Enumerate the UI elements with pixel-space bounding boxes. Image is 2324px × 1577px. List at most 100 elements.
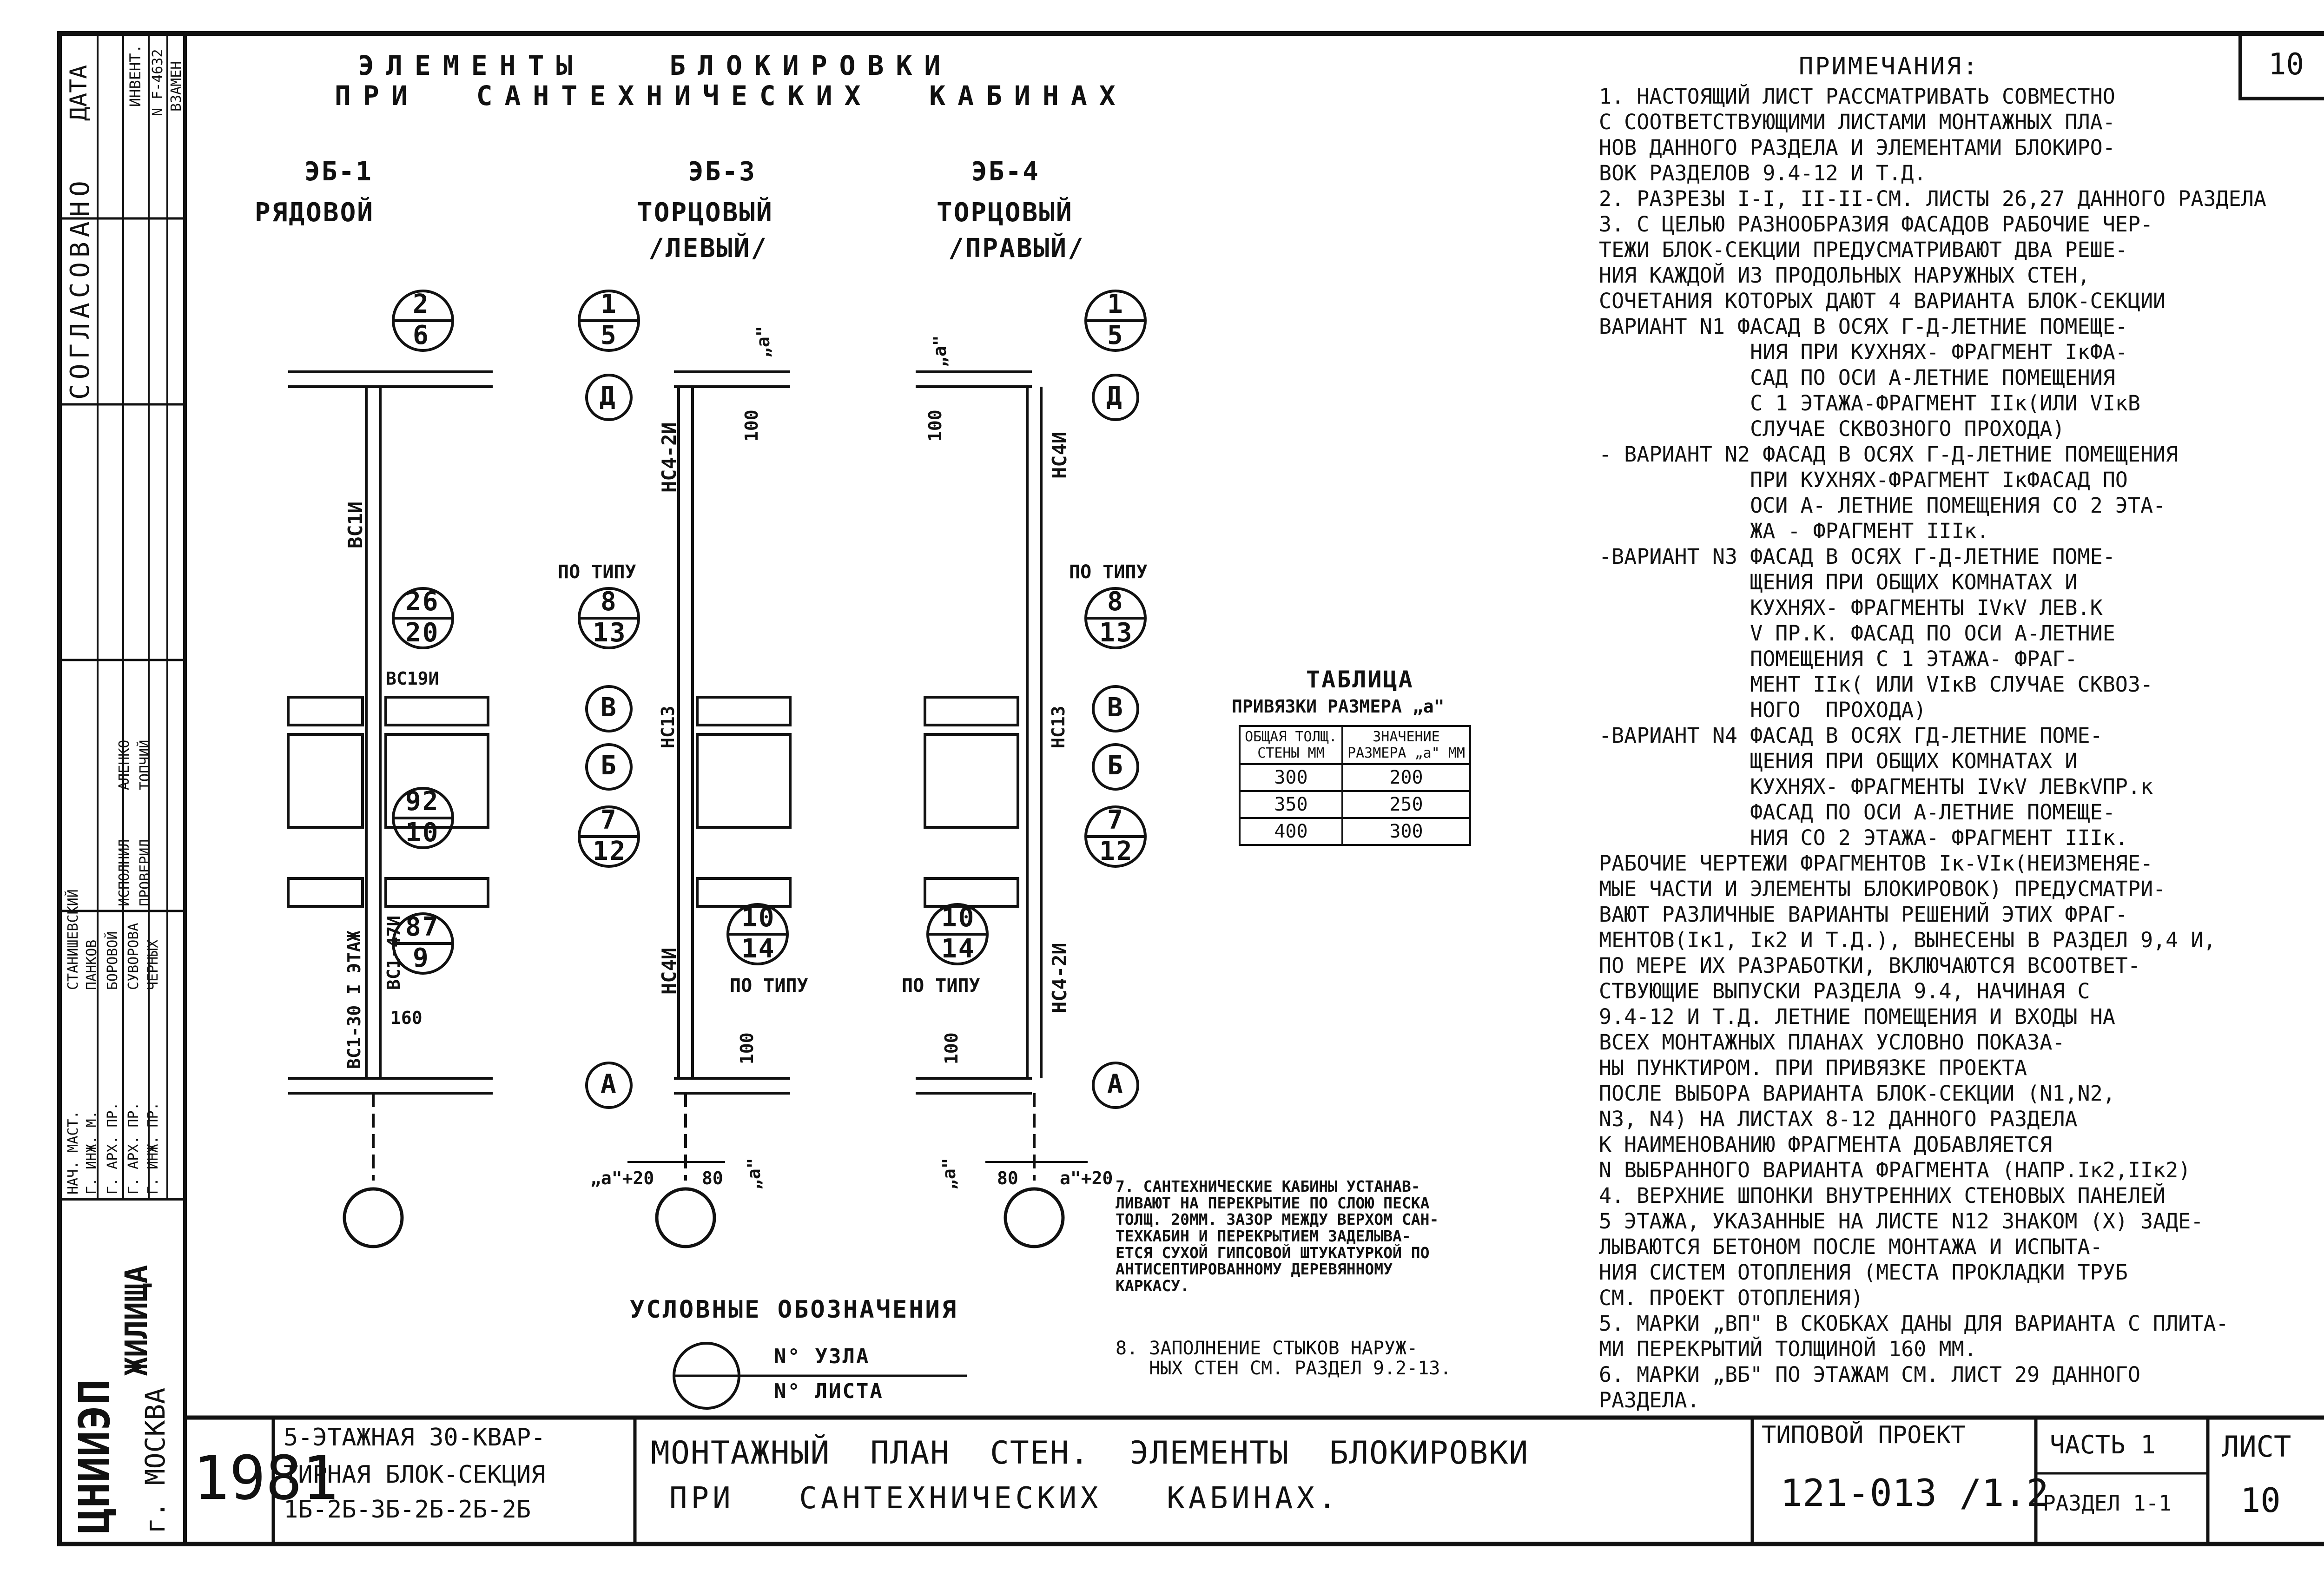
stamp-agreed: СОГЛАСОВАНО — [65, 176, 95, 400]
eb3-node4-bottom: 14 — [741, 934, 776, 964]
eb3-node4-top: 10 — [741, 903, 776, 933]
eb4-dim-a20: a"+20 — [1060, 1168, 1113, 1188]
table-cell: 250 — [1341, 790, 1472, 819]
eb4-node3-top: 7 — [1107, 805, 1124, 835]
eb3-po-tipu-2: ПО ТИПУ — [730, 975, 808, 996]
note-line: СТВУЮЩИЕ ВЫПУСКИ РАЗДЕЛА 9.4, НАЧИНАЯ С — [1599, 979, 2090, 1003]
eb4-mark-ns13: НС13 — [1048, 706, 1069, 748]
eb3-po-tipu-1: ПО ТИПУ — [558, 561, 636, 583]
eb3-dim-a-b: „a" — [744, 1158, 764, 1190]
notes-7: 7. САНТЕХНИЧЕСКИЕ КАБИНЫ УСТАНАВ- ЛИВАЮТ… — [1116, 1178, 1439, 1294]
stamp-date: ДАТА — [65, 65, 92, 121]
table-header: ЗНАЧЕНИЕ РАЗМЕРА „a" ММ — [1341, 725, 1472, 765]
eb3-name: ТОРЦОВЫЙ — [637, 198, 773, 228]
note-line: НОВ ДАННОГО РАЗДЕЛА И ЭЛЕМЕНТАМИ БЛОКИРО… — [1599, 135, 2115, 160]
desc-line-1: 5-ЭТАЖНАЯ 30-КВАР- — [284, 1424, 546, 1452]
table-header-row: ОБЩАЯ ТОЛЩ. СТЕНЫ ММ ЗНАЧЕНИЕ РАЗМЕРА „a… — [1239, 725, 1472, 765]
sheet-title-line1: МОНТАЖНЫЙ ПЛАН СТЕН. ЭЛЕМЕНТЫ БЛОКИРОВКИ — [651, 1435, 1529, 1471]
eb1-name: РЯДОВОЙ — [255, 198, 375, 228]
ref-table: ОБЩАЯ ТОЛЩ. СТЕНЫ ММ ЗНАЧЕНИЕ РАЗМЕРА „a… — [1239, 725, 1472, 846]
eb4-dim-a: „a" — [930, 335, 950, 367]
note-line: ОСИ А- ЛЕТНИЕ ПОМЕЩЕНИЯ СО 2 ЭТА- — [1599, 493, 2166, 518]
eb3-side: /ЛЕВЫЙ/ — [648, 233, 768, 264]
table-cell: 300 — [1341, 817, 1472, 846]
ref-table-title: ТАБЛИЦА — [1306, 666, 1414, 693]
note-line: РАБОЧИЕ ЧЕРТЕЖИ ФРАГМЕНТОВ Iк-VIк(НЕИЗМЕ… — [1599, 851, 2153, 876]
eb3-node2-bottom: 13 — [593, 618, 627, 648]
eb4-dim-80: 80 — [997, 1168, 1018, 1188]
note-line: ВСЕХ МОНТАЖНЫХ ПЛАНАХ УСЛОВНО ПОКАЗА- — [1599, 1030, 2065, 1055]
note-line: НИЯ СИСТЕМ ОТОПЛЕНИЯ (МЕСТА ПРОКЛАДКИ ТР… — [1599, 1260, 2128, 1285]
note-line: МИ ПЕРЕКРЫТИЙ ТОЛЩИНОЙ 160 ММ. — [1599, 1337, 1977, 1361]
note-line: КУХНЯХ- ФРАГМЕНТЫ IVкV ЛЕВкVПР.к — [1599, 774, 2153, 799]
eb1-node2-bottom: 20 — [405, 618, 440, 648]
note-line: ЛЫВАЮТСЯ БЕТОНОМ ПОСЛЕ МОНТАЖА И ИСПЫТА- — [1599, 1234, 2103, 1259]
eb1-node3-top: 92 — [405, 786, 440, 817]
stamp-name: СТАНИШЕВСКИЙ — [65, 889, 81, 990]
note-line: - ВАРИАНТ N2 ФАСАД В ОСЯХ Г-Д-ЛЕТНИЕ ПОМ… — [1599, 442, 2179, 467]
eb3-dim-a20: „a"+20 — [590, 1168, 654, 1188]
note-line: N3, N4) НА ЛИСТАХ 8-12 ДАННОГО РАЗДЕЛА — [1599, 1107, 2078, 1131]
stamp-role-2: ИСПОЛНИЛ — [116, 839, 132, 907]
eb1-code: ЭБ-1 — [304, 157, 373, 187]
notes-title: ПРИМЕЧАНИЯ: — [1799, 53, 1980, 80]
eb1-mark-vs19i: ВС19И — [386, 668, 439, 689]
note-line: 3. С ЦЕЛЬЮ РАЗНООБРАЗИЯ ФАСАДОВ РАБОЧИЕ … — [1599, 212, 2153, 237]
table-header: ОБЩАЯ ТОЛЩ. СТЕНЫ ММ — [1239, 725, 1343, 765]
eb3-mark-ns4-2i: НС4-2И — [658, 422, 680, 493]
project-label: ТИПОВОЙ ПРОЕКТ — [1762, 1421, 1966, 1449]
note-line: МЫЕ ЧАСТИ И ЭЛЕМЕНТЫ БЛОКИРОВОК) ПРЕДУСМ… — [1599, 877, 2166, 901]
eb3-dim-a: „a" — [753, 326, 773, 358]
legend-sheet-label: N° ЛИСТА — [774, 1379, 884, 1403]
note-line: -ВАРИАНТ N4 ФАСАД В ОСЯХ ГД-ЛЕТНИЕ ПОМЕ- — [1599, 723, 2103, 748]
note-line: К НАИМЕНОВАНИЮ ФРАГМЕНТА ДОБАВЛЯЕТСЯ — [1599, 1132, 2053, 1157]
eb4-node4-top: 10 — [941, 903, 976, 933]
eb1-dim-160: 160 — [390, 1008, 423, 1028]
eb1-mark-vs1-47i: ВС1-47И — [383, 915, 404, 990]
legend-title: УСЛОВНЫЕ ОБОЗНАЧЕНИЯ — [630, 1296, 958, 1324]
sheet-number-box: 10 — [2268, 47, 2304, 82]
note-line: 1. НАСТОЯЩИЙ ЛИСТ РАССМАТРИВАТЬ СОВМЕСТН… — [1599, 84, 2115, 109]
eb4-dim-100b: 100 — [941, 1032, 962, 1064]
eb4-po-tipu-2: ПО ТИПУ — [902, 975, 980, 996]
eb4-axis-v: В — [1107, 693, 1124, 723]
eb3-node1-top: 1 — [601, 289, 618, 319]
note-line: СМ. ПРОЕКТ ОТОПЛЕНИЯ) — [1599, 1286, 1863, 1310]
note-line: ВАЮТ РАЗЛИЧНЫЕ ВАРИАНТЫ РЕШЕНИЙ ЭТИХ ФРА… — [1599, 902, 2128, 927]
eb4-dim-100: 100 — [925, 409, 945, 442]
note-line: МЕНТ IIк( ИЛИ VIкВ СЛУЧАЕ СКВОЗ- — [1599, 672, 2153, 697]
eb1-node1-top: 2 — [413, 289, 430, 319]
drawing-title-line1: ЭЛЕМЕНТЫ БЛОКИРОВКИ — [358, 50, 953, 81]
table-row: 350 250 — [1239, 790, 1472, 819]
eb4-axis-a: А — [1107, 1069, 1124, 1099]
eb3-mark-ns13: НС13 — [658, 706, 678, 748]
eb4-mark-ns4-2i: НС4-2И — [1048, 943, 1071, 1013]
note-line: ПО МЕРЕ ИХ РАЗРАБОТКИ, ВКЛЮЧАЮТСЯ ВСООТВ… — [1599, 953, 2140, 978]
eb1-mark-vs1-30: ВС1-30 I ЭТАЖ — [344, 930, 364, 1069]
note-line: ПРИ КУХНЯХ-ФРАГМЕНТ IкФАСАД ПО — [1599, 468, 2128, 492]
note-line: ЕТСЯ СУХОЙ ГИПСОВОЙ ШТУКАТУРКОЙ ПО — [1116, 1243, 1430, 1262]
note-line: С СООТВЕТСТВУЮЩИМИ ЛИСТАМИ МОНТАЖНЫХ ПЛА… — [1599, 110, 2115, 134]
stamp-inv: ИНВЕНТ. — [126, 44, 144, 107]
eb4-code: ЭБ-4 — [971, 157, 1040, 187]
eb1-node2-top: 26 — [405, 587, 440, 617]
stamp-replaced: ВЗАМЕН — [168, 61, 185, 112]
sheet-title-line2: ПРИ САНТЕХНИЧЕСКИХ КАБИНАХ. — [669, 1481, 1340, 1516]
stamp-name: ЧЕРНЫХ — [145, 939, 161, 990]
eb4-node2-top: 8 — [1107, 587, 1124, 617]
note-line: НИЯ ПРИ КУХНЯХ- ФРАГМЕНТ IкФА- — [1599, 340, 2128, 364]
note-line: КАРКАСУ. — [1116, 1276, 1189, 1295]
eb3-node1-bottom: 5 — [601, 320, 618, 350]
stamp-role: НАЧ. МАСТ. — [65, 1110, 81, 1194]
note-line: С 1 ЭТАЖА-ФРАГМЕНТ IIк(ИЛИ VIкВ — [1599, 391, 2140, 416]
eb1-mark-vs1i: ВС1И — [344, 501, 367, 548]
eb3-axis-a: А — [601, 1069, 618, 1099]
note-line: МЕНТОВ(Iк1, Iк2 И Т.Д.), ВЫНЕСЕНЫ В РАЗД… — [1599, 928, 2216, 952]
plan-eb4 — [916, 370, 1088, 1181]
eb3-axis-d: Д — [600, 381, 617, 411]
note-line: АНТИСЕПТИРОВАННОМУ ДЕРЕВЯННОМУ — [1116, 1260, 1393, 1279]
eb3-node3-bottom: 12 — [593, 836, 627, 866]
eb4-node3-bottom: 12 — [1099, 836, 1134, 866]
eb3-dim-100: 100 — [741, 409, 762, 442]
table-cell: 200 — [1341, 763, 1472, 792]
